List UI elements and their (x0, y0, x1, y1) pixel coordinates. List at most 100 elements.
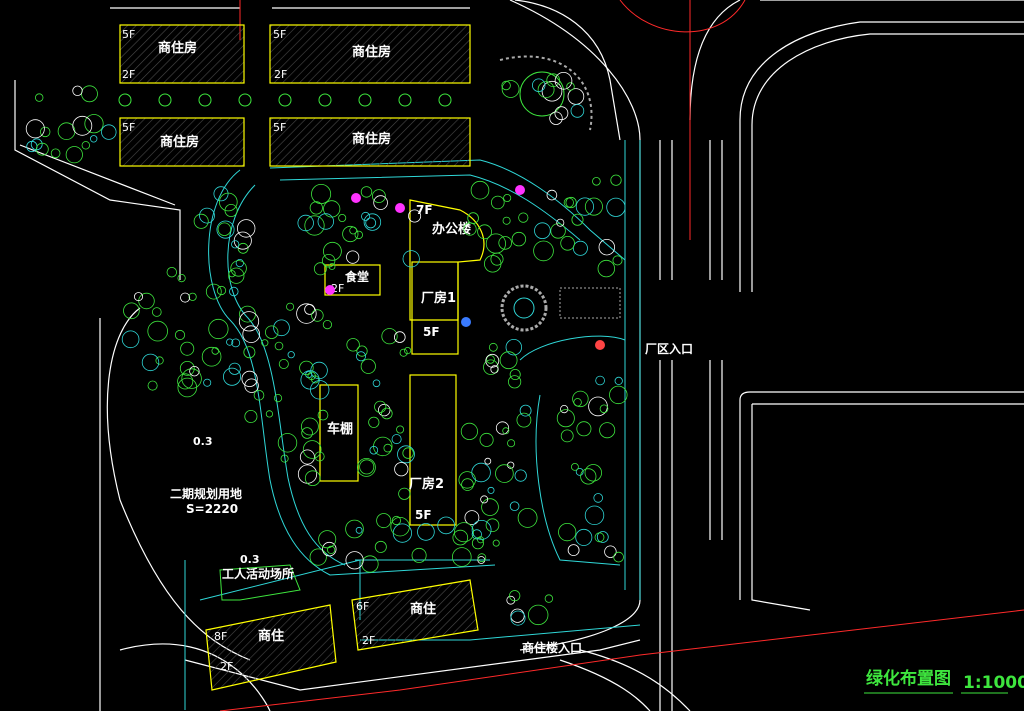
tree-symbol (596, 531, 609, 543)
tree-symbol (499, 351, 518, 370)
tree-symbol (463, 222, 477, 236)
tree-symbol (286, 302, 295, 311)
tree-symbol (219, 192, 238, 212)
building-factory1: 厂房1 5F (411, 261, 459, 355)
tree-symbol (65, 146, 83, 164)
tree-symbol (584, 464, 603, 482)
tree-symbol (310, 380, 330, 400)
red-site-line (219, 0, 1024, 711)
road-network (14, 0, 1024, 711)
tree-symbol (613, 551, 624, 563)
tree-symbol (451, 547, 472, 567)
tree-symbol (274, 341, 284, 351)
tree-symbol (309, 201, 323, 215)
tree-symbol (470, 180, 490, 200)
tree-symbol (490, 365, 499, 374)
tree-symbol (452, 529, 469, 546)
coef-label: 0.3 (240, 553, 260, 566)
tree-symbol (411, 547, 427, 563)
tree-symbol (50, 148, 61, 159)
tree-symbol (317, 213, 335, 230)
building-name: 厂房2 (409, 476, 444, 492)
tree-symbol (208, 318, 229, 340)
tree-symbol (550, 223, 566, 239)
tree-symbol (485, 233, 506, 254)
tree-symbol (458, 471, 476, 489)
tree-symbol (216, 220, 235, 239)
shrub-symbol (595, 340, 605, 350)
building-name: 商住 (258, 628, 284, 644)
tree-symbol (533, 240, 554, 262)
tree-symbol (597, 259, 616, 278)
tree-symbol (374, 540, 387, 553)
floors-label: 2F (122, 68, 135, 81)
tree-symbol (471, 520, 492, 540)
tree-symbol (584, 197, 603, 216)
tree-symbol (323, 200, 341, 218)
tree-symbol (560, 429, 574, 443)
tree-symbol (575, 467, 584, 476)
tree-symbol (81, 141, 90, 150)
tree-symbol (541, 80, 563, 102)
tree-symbol (328, 263, 336, 270)
tree-symbol (179, 360, 195, 376)
tree-symbol (138, 292, 155, 310)
tree-symbol (228, 267, 245, 284)
tree-symbol (356, 457, 376, 477)
area-name: 工人活动场所 (222, 566, 294, 581)
tree-symbol (311, 309, 324, 322)
tree-symbol (486, 355, 495, 364)
tree-symbol (133, 292, 143, 302)
tree-symbol (174, 329, 186, 341)
tree-symbol (72, 115, 93, 136)
tree-symbol (477, 556, 486, 564)
tree-symbol (338, 213, 347, 222)
tree-symbol (572, 390, 589, 408)
tree-symbol (355, 351, 366, 362)
tree-symbol (35, 93, 44, 102)
tree-symbol (123, 302, 140, 320)
tree-symbol (544, 594, 554, 603)
tree-symbol (495, 464, 514, 483)
tree-symbol (141, 353, 160, 372)
tree-symbol (342, 225, 359, 243)
floors-label: 5F (122, 121, 135, 134)
tree-symbol (310, 361, 328, 380)
tree-symbol (354, 230, 363, 240)
tree-symbol (230, 260, 247, 277)
tree-symbol (609, 385, 628, 405)
tree-symbol (380, 407, 393, 420)
tree-symbol (299, 360, 314, 376)
tree-symbol (519, 404, 532, 417)
tree-symbol (391, 434, 402, 445)
tree-symbol (580, 468, 597, 485)
tree-symbol (345, 519, 364, 539)
tree-symbol (238, 93, 252, 107)
activity-area-outline (219, 564, 301, 601)
floors-label: 5F (273, 28, 286, 41)
tree-symbol (571, 462, 579, 471)
tree-symbol (492, 539, 500, 547)
tree-symbol (265, 410, 273, 418)
tree-symbol (576, 421, 592, 437)
drawing-title: 绿化布置图 1:1000 (864, 668, 1024, 694)
tree-symbol (390, 517, 410, 537)
tree-symbol (558, 522, 577, 542)
tree-symbol (509, 368, 521, 380)
building-name: 食堂 (344, 269, 369, 284)
tree-symbol (594, 532, 605, 543)
tree-symbol (322, 241, 342, 261)
building-name: 厂房1 (421, 290, 456, 306)
building-factory2: 厂房2 5F (409, 374, 457, 526)
tree-symbol (222, 367, 241, 386)
tree-symbol (177, 373, 194, 390)
drawing-title-text: 绿化布置图 (866, 668, 951, 689)
tree-symbol (490, 252, 504, 266)
tree-symbol (313, 262, 327, 276)
tree-symbol (599, 422, 616, 439)
tree-symbol (461, 478, 474, 491)
tree-symbol (318, 530, 337, 549)
tree-symbol (509, 501, 520, 512)
tree-symbol (355, 526, 363, 534)
tree-symbol (180, 292, 191, 303)
